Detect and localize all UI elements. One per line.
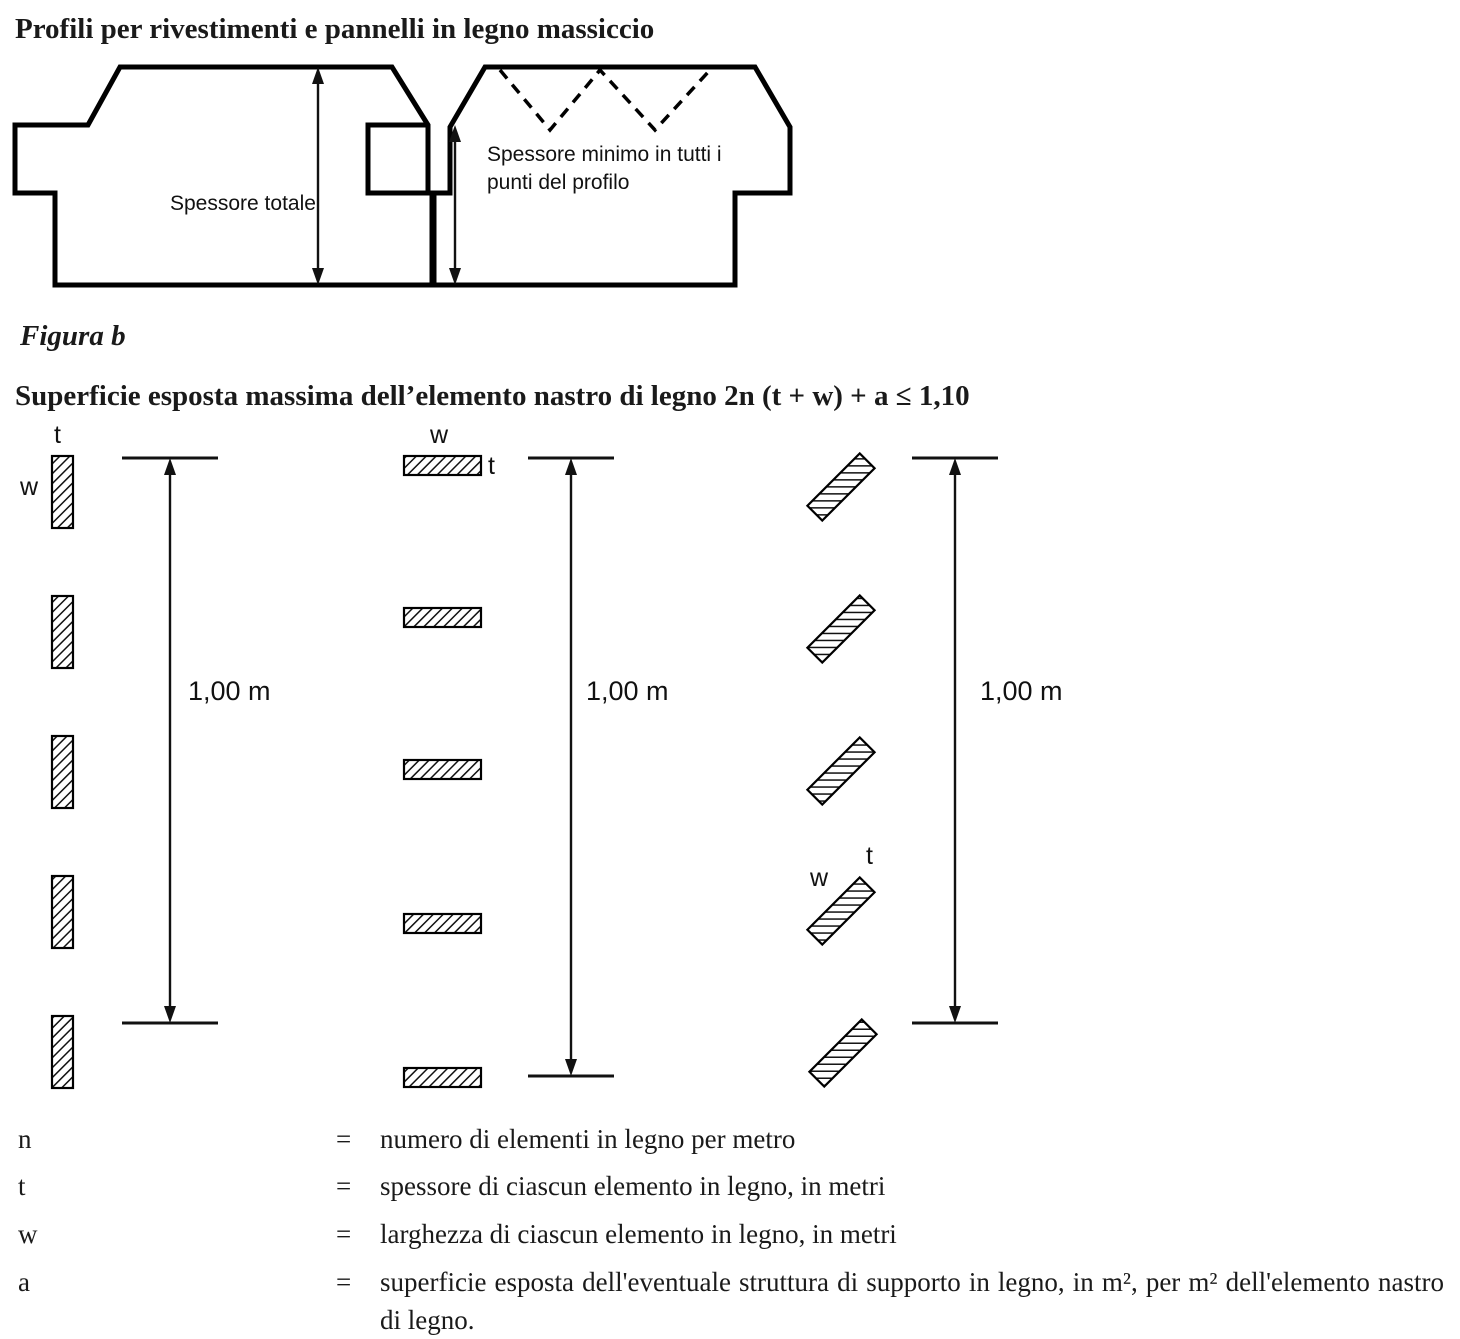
arrowhead-down <box>565 1058 577 1076</box>
right-board-profile <box>431 64 793 288</box>
diagram-diagonal-strips: w t 1,00 m <box>805 451 1063 1088</box>
wood-strip <box>402 912 483 934</box>
left-board-outline <box>12 64 435 288</box>
legend-symbol: a <box>18 1266 30 1297</box>
wood-strip <box>50 454 75 529</box>
wood-strip <box>807 1017 879 1088</box>
diagram-vertical-strips: t w 1,00 m <box>19 421 271 1089</box>
legend-equals: = <box>336 1123 352 1154</box>
profile-cross-section-figure: Spessore totale Spessore minimo in tutti… <box>12 64 793 288</box>
total-thickness-label: Spessore totale <box>170 192 316 215</box>
arrowhead-up <box>949 457 961 475</box>
left-board-profile <box>12 64 435 288</box>
spacing-diagrams-figure: t w 1,00 m w t <box>19 421 1063 1089</box>
arrowhead-down <box>164 1005 176 1023</box>
legend-row-t: t = spessore di ciascun elemento in legn… <box>16 1168 1444 1206</box>
wood-strip <box>402 606 483 628</box>
groove-detail <box>365 122 432 196</box>
wood-strip <box>805 451 877 522</box>
arrowhead-up <box>312 66 324 84</box>
min-thickness-dimension: Spessore minimo in tutti i punti del pro… <box>449 124 722 285</box>
t-label: t <box>54 421 61 449</box>
dimension-text: 1,00 m <box>586 676 669 706</box>
min-thickness-label-line2: punti del profilo <box>487 171 629 194</box>
legend-definition: numero di elementi in legno per metro <box>380 1123 796 1154</box>
t-label: t <box>488 452 495 480</box>
legend-equals: = <box>336 1171 352 1202</box>
wood-strip <box>402 758 483 780</box>
dimension-text: 1,00 m <box>188 676 271 706</box>
legend-symbol: n <box>18 1123 32 1154</box>
arrowhead-down <box>312 267 324 285</box>
arrowhead-up <box>449 124 461 142</box>
section-title-profiles: Profili per rivestimenti e pannelli in l… <box>15 13 655 45</box>
min-thickness-label-line1: Spessore minimo in tutti i <box>487 143 722 166</box>
section-title-exposed-surface: Superficie esposta massima dell’elemento… <box>15 379 970 412</box>
legend-symbol: w <box>18 1219 38 1250</box>
wood-strip <box>50 874 75 949</box>
wood-strip <box>50 594 75 669</box>
legend-equals: = <box>336 1266 352 1297</box>
legend-row-w: w = larghezza di ciascun elemento in leg… <box>16 1216 1444 1254</box>
arrowhead-down <box>949 1005 961 1023</box>
diagram-horizontal-strips: w t 1,00 m <box>402 421 669 1088</box>
total-thickness-dimension: Spessore totale <box>170 66 324 285</box>
t-label: t <box>866 842 873 870</box>
w-label: w <box>19 473 39 501</box>
dimension-text: 1,00 m <box>980 676 1063 706</box>
w-label: w <box>809 864 829 892</box>
wood-strip <box>50 734 75 809</box>
one-meter-dimension: 1,00 m <box>122 456 271 1025</box>
document-page: Profili per rivestimenti e pannelli in l… <box>0 12 1460 1339</box>
arrowhead-down <box>449 267 461 285</box>
arrowhead-up <box>164 457 176 475</box>
w-label: w <box>429 421 449 449</box>
legend-symbol: t <box>18 1171 26 1202</box>
min-thickness-wave <box>498 67 712 133</box>
legend-definition: larghezza di ciascun elemento in legno, … <box>380 1219 897 1250</box>
legend-equals: = <box>336 1219 352 1250</box>
arrowhead-up <box>565 457 577 475</box>
wood-strip <box>402 454 483 476</box>
wood-strip <box>805 875 877 946</box>
wood-strip <box>402 1066 483 1088</box>
legend-definition: spessore di ciascun elemento in legno, i… <box>380 1171 886 1202</box>
wood-strip <box>805 593 877 664</box>
legend-definition: superficie esposta dell'eventuale strutt… <box>380 1266 1444 1335</box>
one-meter-dimension: 1,00 m <box>528 456 669 1078</box>
figure-caption: Figura b <box>20 319 126 352</box>
legend: n = numero di elementi in legno per metr… <box>16 1121 1444 1339</box>
wood-strip <box>805 735 877 806</box>
one-meter-dimension: 1,00 m <box>912 456 1063 1025</box>
legend-row-n: n = numero di elementi in legno per metr… <box>16 1121 1444 1159</box>
wood-strip <box>50 1014 75 1089</box>
right-board-outline <box>431 64 793 288</box>
legend-row-a: a = superficie esposta dell'eventuale st… <box>16 1264 1444 1339</box>
